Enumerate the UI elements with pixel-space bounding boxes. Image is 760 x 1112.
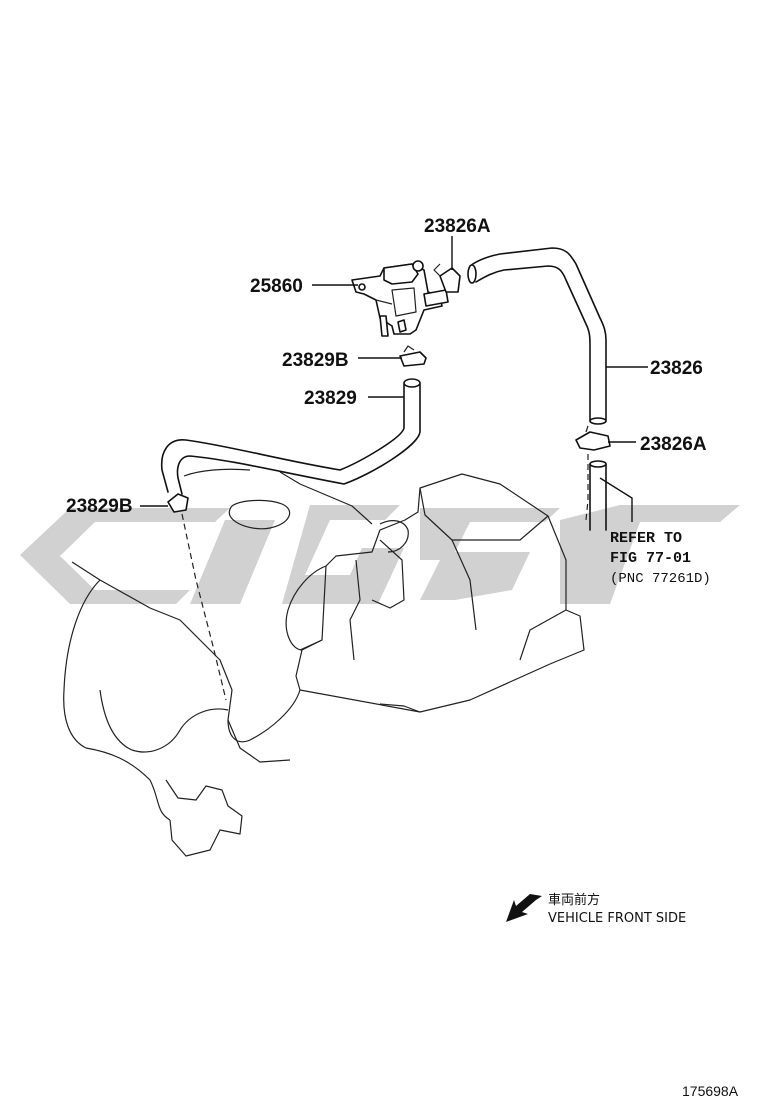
hose-23826 — [467, 247, 607, 425]
refer-note-line2: FIG 77-01 — [610, 550, 691, 567]
label-23829b-left: 23829B — [66, 496, 133, 517]
arrow-down-left-icon — [506, 894, 542, 922]
refer-note-line3: (PNC 77261D) — [610, 571, 711, 587]
hose-23829 — [160, 378, 421, 495]
watermark-logo — [20, 505, 740, 604]
label-23829: 23829 — [304, 388, 357, 409]
leader-lines — [140, 236, 648, 522]
clamp-23826a-bottom — [575, 425, 611, 451]
clamp-23826a-top — [433, 263, 461, 293]
vsv-valve-25860 — [351, 260, 449, 337]
label-25860: 25860 — [250, 276, 303, 297]
clamp-23829b-left — [167, 493, 189, 513]
pipe-stub — [589, 460, 607, 531]
label-23826: 23826 — [650, 358, 703, 379]
label-23826a-top: 23826A — [424, 216, 491, 237]
front-direction-english: VEHICLE FRONT SIDE — [548, 911, 686, 926]
engine-assembly — [63, 468, 585, 857]
label-23826a-bottom: 23826A — [640, 434, 707, 455]
clamp-23829b-top — [399, 345, 427, 367]
front-direction-japanese: 車両前方 — [548, 892, 600, 908]
label-23829b-top: 23829B — [282, 350, 349, 371]
figure-number: 175698A — [682, 1083, 739, 1099]
assembly-guide-lines — [181, 454, 589, 701]
refer-note-line1: REFER TO — [610, 530, 682, 547]
